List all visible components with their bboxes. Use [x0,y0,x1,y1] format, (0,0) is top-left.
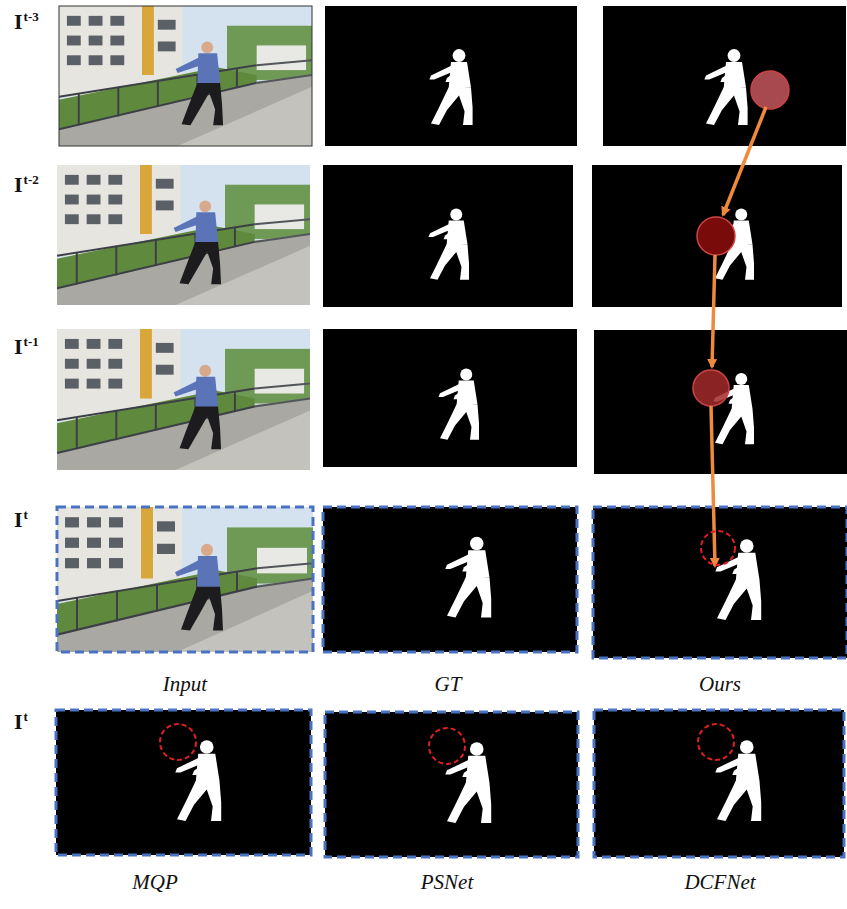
photo-border [59,6,312,146]
track-circles [693,71,789,406]
column-caption: MQP [132,870,178,894]
row-label: It [14,710,28,734]
column-caption: Ours [699,672,741,696]
mask-panels [56,6,847,857]
input-photo [59,6,312,146]
column-caption: DCFNet [684,870,755,894]
row-label: It-3 [14,10,39,34]
track-arrows [711,107,766,566]
column-caption: GT [435,672,462,696]
input-photo [57,165,310,305]
row-label: It-1 [14,335,39,359]
column-caption: Input [163,672,207,696]
error-circle [160,531,735,764]
row-label: It [14,508,28,532]
input-photo [57,329,310,470]
row-label: It-2 [14,173,39,197]
input-photo [57,507,313,652]
column-caption: PSNet [421,870,474,894]
highlight-border [56,507,847,857]
